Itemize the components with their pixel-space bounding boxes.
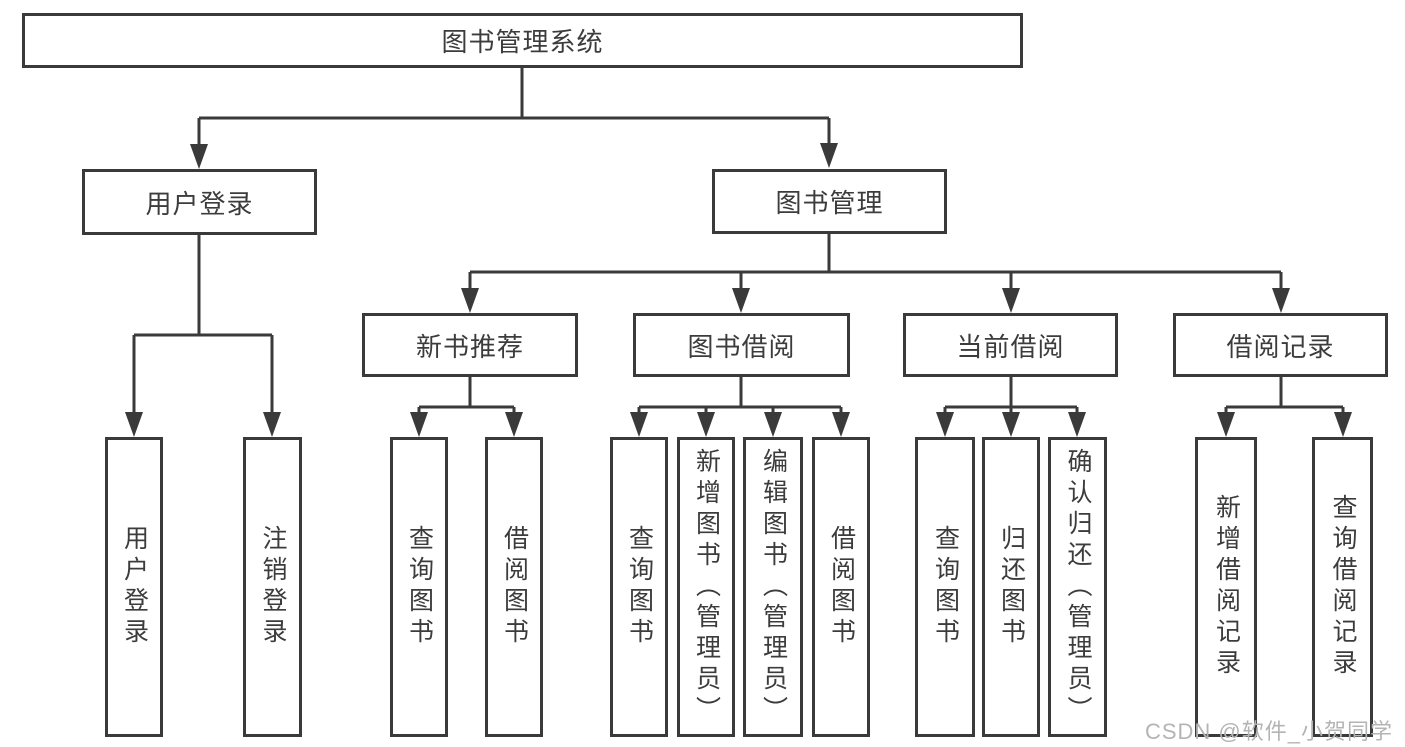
node-label: 借阅图书 xyxy=(500,525,529,649)
connector-borrow-records-to-leaves xyxy=(1217,377,1352,437)
node-label: 查询图书 xyxy=(405,525,434,649)
node-book-borrow: 图书借阅 xyxy=(633,313,850,377)
node-label: 新增图书（管理员） xyxy=(692,447,721,727)
leaf-edit-book-admin: 编辑图书（管理员） xyxy=(743,437,803,737)
leaf-user-login: 用户登录 xyxy=(105,437,163,737)
leaf-borrow-books-recommend: 借阅图书 xyxy=(485,437,543,737)
node-label: 图书管理系统 xyxy=(441,27,604,57)
node-label: 查询图书 xyxy=(931,525,960,649)
node-new-book-recommend: 新书推荐 xyxy=(362,313,578,377)
connector-root-to-level2 xyxy=(190,68,838,169)
node-label: 用户登录 xyxy=(120,525,149,649)
leaf-logout: 注销登录 xyxy=(243,437,302,737)
connector-current-borrow-to-leaves xyxy=(936,377,1086,437)
node-label: 注销登录 xyxy=(259,525,287,649)
node-user-login: 用户登录 xyxy=(82,169,317,235)
connector-book-borrow-to-leaves xyxy=(630,377,850,437)
node-current-borrow: 当前借阅 xyxy=(903,313,1118,377)
leaf-return-book: 归还图书 xyxy=(982,437,1040,737)
node-label: 借阅记录 xyxy=(1226,331,1335,362)
node-book-management: 图书管理 xyxy=(712,169,947,234)
node-label: 用户登录 xyxy=(145,188,254,219)
leaf-query-books-borrow: 查询图书 xyxy=(610,437,668,737)
node-label: 当前借阅 xyxy=(956,331,1065,362)
node-label: 查询借阅记录 xyxy=(1329,494,1357,680)
node-label: 借阅图书 xyxy=(827,525,856,649)
node-label: 确认归还（管理员） xyxy=(1064,447,1092,727)
leaf-borrow-books: 借阅图书 xyxy=(812,437,870,737)
node-label: 新书推荐 xyxy=(415,331,524,362)
leaf-query-books-recommend: 查询图书 xyxy=(390,437,448,737)
leaf-add-borrow-record: 新增借阅记录 xyxy=(1195,437,1257,737)
node-label: 图书借阅 xyxy=(687,331,796,362)
leaf-query-borrow-record: 查询借阅记录 xyxy=(1312,437,1373,737)
node-library-management-system: 图书管理系统 xyxy=(22,13,1023,68)
leaf-query-books-current: 查询图书 xyxy=(915,437,975,737)
leaf-add-book-admin: 新增图书（管理员） xyxy=(677,437,735,737)
csdn-watermark: CSDN @软件_小贺同学 xyxy=(1144,719,1393,744)
node-label: 归还图书 xyxy=(997,525,1026,649)
node-label: 图书管理 xyxy=(775,188,884,218)
leaf-confirm-return-admin: 确认归还（管理员） xyxy=(1048,437,1107,737)
node-borrow-records: 借阅记录 xyxy=(1173,313,1388,377)
node-label: 编辑图书（管理员） xyxy=(759,447,788,727)
connector-book-management-to-level3 xyxy=(461,234,1290,313)
node-label: 新增借阅记录 xyxy=(1212,494,1241,680)
connector-user-login-to-leaves xyxy=(125,235,281,437)
connector-new-book-recommend-to-leaves xyxy=(410,377,523,437)
node-label: 查询图书 xyxy=(625,525,654,649)
